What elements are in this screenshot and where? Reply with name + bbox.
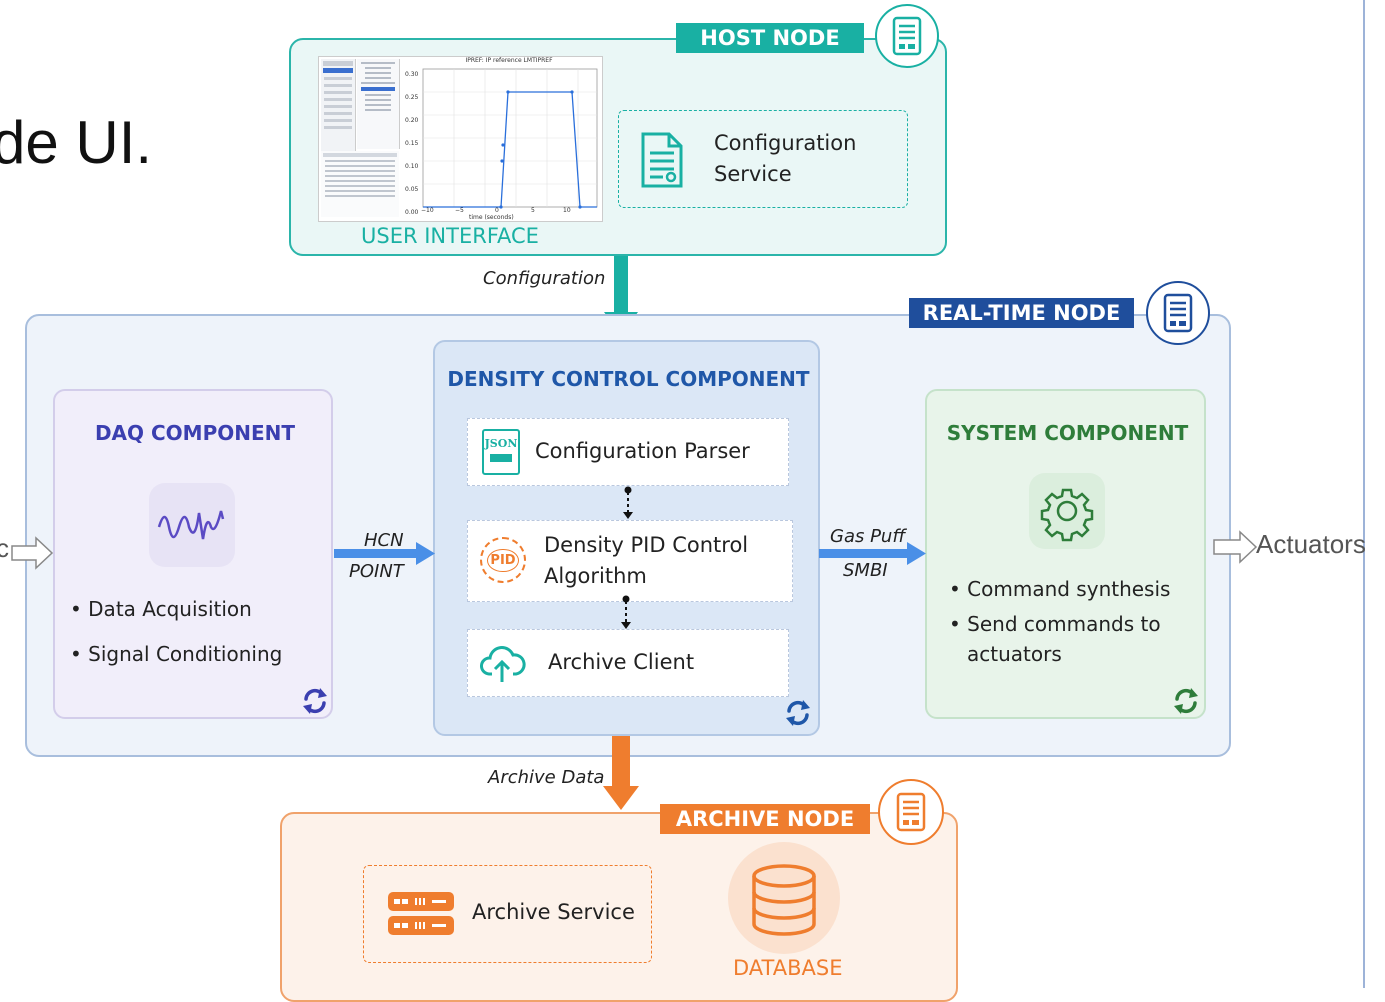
- system-component-title: SYSTEM COMPONENT: [946, 421, 1189, 445]
- gas-puff-label: Gas Puff: [830, 526, 906, 547]
- hcn-label: HCN: [364, 530, 404, 551]
- user-interface-caption: USER INTERFACE: [361, 224, 539, 248]
- configuration-service-label: Configuration Service: [714, 131, 857, 186]
- thumbnail-tree: [357, 59, 400, 149]
- archive-server-icon: [878, 779, 944, 845]
- input-hollow-arrow: [11, 536, 54, 570]
- ui-screenshot-thumbnail: IPREF: IP reference LMTIPREF 0.30 0.25 0…: [318, 56, 603, 222]
- database-icon: [728, 842, 840, 954]
- actuators-label: Actuators: [1256, 529, 1366, 559]
- smbi-label: SMBI: [843, 560, 888, 581]
- y-tick: 0.00: [405, 209, 419, 216]
- server-rack-icon: [388, 892, 454, 935]
- daq-item-label: Signal Conditioning: [88, 642, 283, 666]
- thumbnail-y-ticks: 0.30 0.25 0.20 0.15 0.10 0.05 0.00: [405, 63, 418, 224]
- realtime-node-label: REAL-TIME NODE: [909, 298, 1134, 328]
- x-tick: 10: [563, 207, 571, 214]
- point-label: POINT: [349, 561, 404, 582]
- y-tick: 0.15: [405, 140, 419, 147]
- x-tick: 0: [495, 207, 499, 214]
- refresh-icon: [303, 688, 327, 714]
- configuration-service-box: Configuration Service: [618, 110, 908, 208]
- archive-data-label: Archive Data: [488, 767, 605, 788]
- connector-dotted: [623, 486, 633, 519]
- thumbnail-plot: [422, 68, 598, 209]
- daq-item-0: • Data Acquisition: [70, 597, 252, 621]
- configuration-parser-label: Configuration Parser: [535, 439, 750, 463]
- database-label: DATABASE: [733, 956, 843, 980]
- thumbnail-table: [321, 151, 399, 217]
- y-tick: 0.05: [405, 186, 419, 193]
- y-tick: 0.25: [405, 94, 419, 101]
- actuators-hollow-arrow: [1213, 530, 1258, 564]
- density-control-title: DENSITY CONTROL COMPONENT: [447, 367, 810, 391]
- pid-control-box: PID Density PID Control Algorithm: [467, 520, 793, 602]
- archive-client-box: Archive Client: [467, 629, 789, 697]
- connector-dotted: [621, 595, 631, 629]
- pid-control-label: Density PID Control Algorithm: [544, 533, 749, 588]
- thumbnail-xlabel: time (seconds): [469, 214, 514, 221]
- daq-item-1: • Signal Conditioning: [70, 642, 283, 666]
- system-component-box: SYSTEM COMPONENT • Command synthesis • S…: [925, 389, 1206, 719]
- thumbnail-plot-title: IPREF: IP reference LMTIPREF: [465, 57, 553, 64]
- archive-data-arrow: [603, 736, 639, 810]
- pid-icon-text: PID: [487, 548, 519, 572]
- x-tick: −10: [421, 207, 434, 214]
- cloud-upload-icon: [480, 646, 526, 682]
- pid-gear-icon: PID: [480, 537, 526, 583]
- density-control-box: DENSITY CONTROL COMPONENT JSON Configura…: [433, 340, 820, 736]
- gas-puff-arrow: [819, 542, 926, 565]
- document-icon: [641, 132, 683, 188]
- refresh-icon: [786, 700, 810, 726]
- refresh-icon: [1174, 688, 1198, 714]
- waveform-icon: [149, 483, 235, 567]
- y-tick: 0.30: [405, 71, 419, 78]
- system-item-1: • Send commands to actuators: [949, 612, 1161, 666]
- archive-service-box: Archive Service: [363, 865, 652, 963]
- system-item-label: Command synthesis: [967, 577, 1171, 601]
- daq-component-title: DAQ COMPONENT: [94, 421, 296, 445]
- hcn-arrow: [334, 542, 435, 565]
- json-icon-text: JSON: [484, 437, 518, 450]
- daq-component-box: DAQ COMPONENT • Data Acquisition • Signa…: [53, 389, 333, 719]
- configuration-parser-box: JSON Configuration Parser: [467, 418, 789, 486]
- archive-service-label: Archive Service: [472, 900, 635, 924]
- left-input-text: c: [0, 533, 9, 563]
- y-tick: 0.20: [405, 117, 419, 124]
- daq-item-label: Data Acquisition: [88, 597, 252, 621]
- system-item-label: Send commands to actuators: [967, 612, 1161, 666]
- x-tick: 5: [531, 207, 535, 214]
- archive-client-label: Archive Client: [548, 650, 695, 674]
- system-item-0: • Command synthesis: [949, 577, 1171, 601]
- archive-node-label: ARCHIVE NODE: [660, 804, 870, 834]
- gear-icon: [1029, 473, 1105, 549]
- realtime-server-icon: [1146, 281, 1210, 345]
- slide-divider: [1363, 0, 1365, 988]
- y-tick: 0.10: [405, 163, 419, 170]
- configuration-arrow-label: Configuration: [483, 268, 606, 289]
- host-server-icon: [875, 4, 939, 68]
- slide-text-fragment: de UI.: [0, 109, 153, 176]
- x-tick: −5: [455, 207, 464, 214]
- host-node-label: HOST NODE: [676, 23, 864, 53]
- json-file-icon: JSON: [482, 429, 520, 475]
